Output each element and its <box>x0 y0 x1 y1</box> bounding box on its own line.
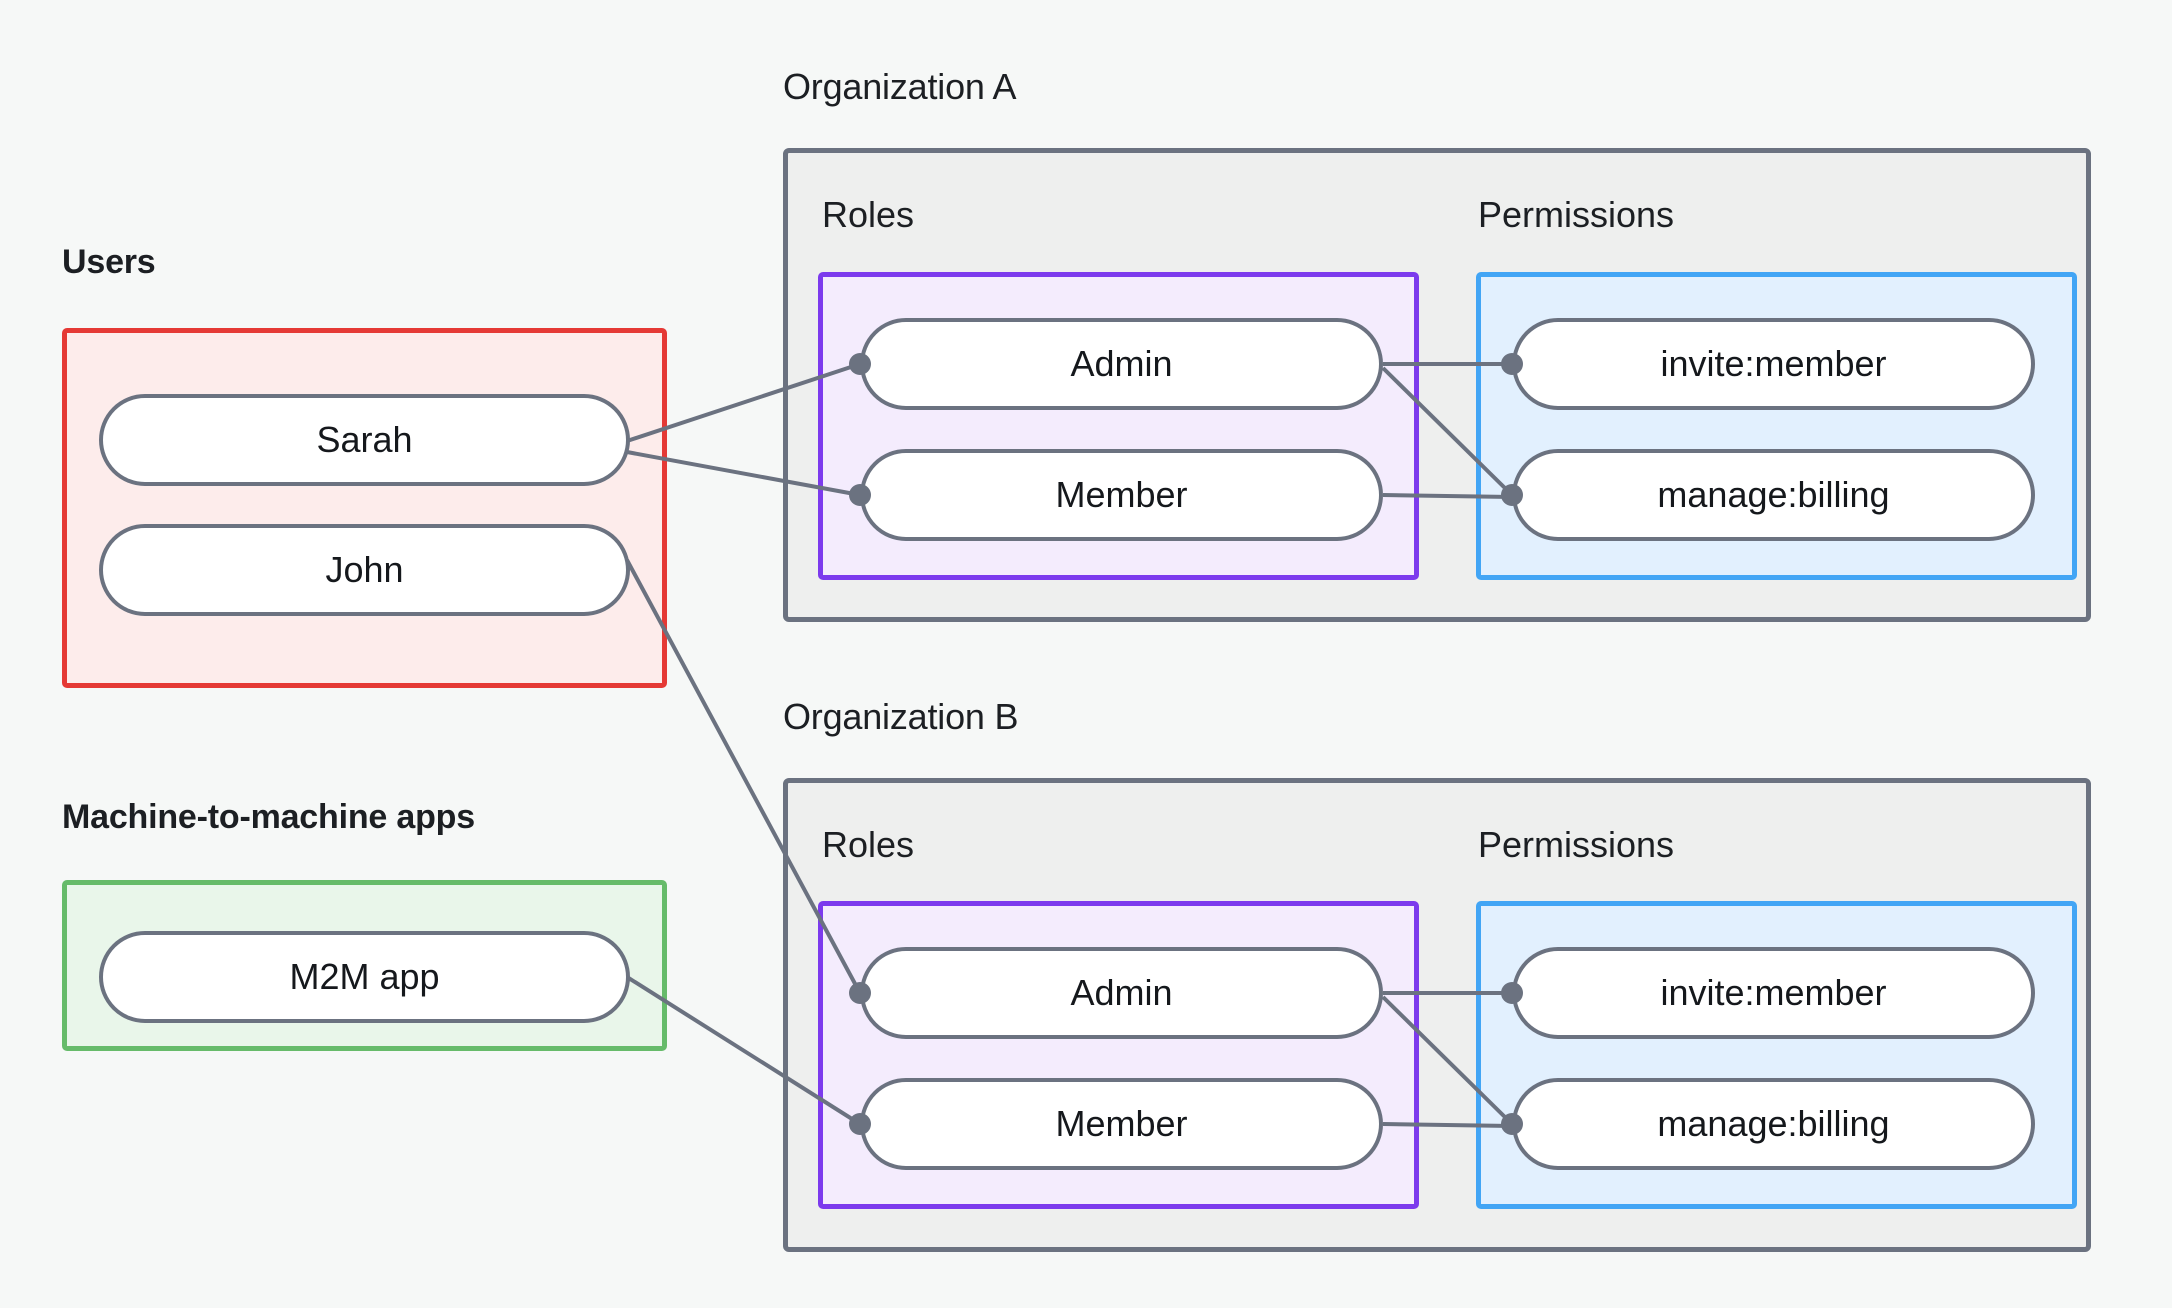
user-node-sarah[interactable]: Sarah <box>99 394 630 486</box>
organization-b-permission-manage-billing[interactable]: manage:billing <box>1512 1078 2035 1170</box>
organization-a-role-member[interactable]: Member <box>860 449 1383 541</box>
m2m-group-title: Machine-to-machine apps <box>62 798 475 836</box>
users-container <box>62 328 667 688</box>
organization-b-roles-label: Roles <box>822 824 915 865</box>
organization-a-title: Organization A <box>783 66 1017 107</box>
organization-a-role-admin[interactable]: Admin <box>860 318 1383 410</box>
organization-b-title: Organization B <box>783 696 1019 737</box>
organization-a-permission-manage-billing[interactable]: manage:billing <box>1512 449 2035 541</box>
organization-a-roles-label: Roles <box>822 194 915 235</box>
organization-b-role-admin[interactable]: Admin <box>860 947 1383 1039</box>
m2m-node-app[interactable]: M2M app <box>99 931 630 1023</box>
user-node-john[interactable]: John <box>99 524 630 616</box>
users-group-title: Users <box>62 243 156 281</box>
organization-a-permission-invite-member[interactable]: invite:member <box>1512 318 2035 410</box>
organization-a-permissions-label: Permissions <box>1478 194 1675 235</box>
organization-b-permissions-label: Permissions <box>1478 824 1675 865</box>
organization-b-permission-invite-member[interactable]: invite:member <box>1512 947 2035 1039</box>
organization-b-role-member[interactable]: Member <box>860 1078 1383 1170</box>
